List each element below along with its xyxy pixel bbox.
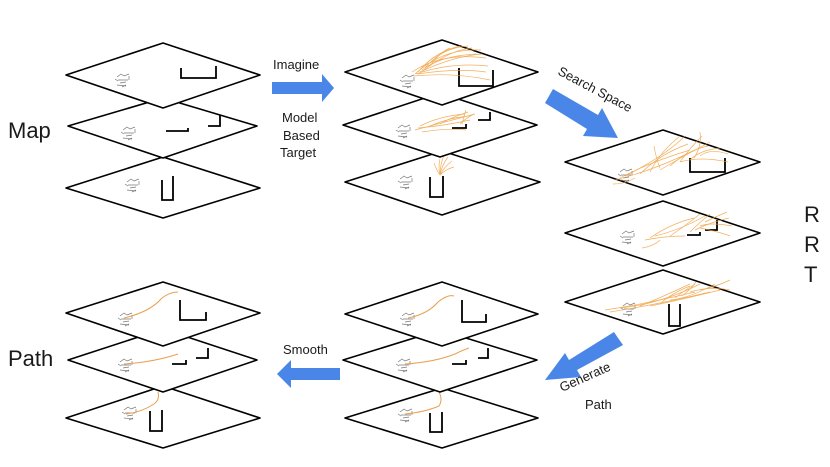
final-path-middle [123, 353, 179, 365]
rrt-tree-middle [641, 211, 733, 249]
imagined-tree-top [411, 45, 491, 81]
imagine-label: Imagine [273, 57, 319, 72]
rrt-letter-3: T [804, 262, 817, 287]
generated-layer-top [344, 281, 539, 347]
map-wall-bottom [161, 176, 174, 201]
generated-path-bottom [404, 391, 442, 415]
model-label: Model [282, 110, 318, 125]
rrt-stack [564, 129, 761, 335]
rrt-layer-top [564, 129, 761, 196]
smooth-label: Smooth [283, 342, 328, 357]
imagine-layer-middle [342, 92, 538, 158]
imagine-stack [342, 39, 541, 216]
path-word-label: Path [585, 397, 612, 412]
map-layer-bottom [65, 156, 261, 219]
search-space-arrow [545, 89, 618, 138]
rrt-layer-bottom [564, 269, 761, 335]
rrt-letter-1: R [804, 202, 820, 227]
rrt-layer-middle [564, 200, 761, 267]
rrt-letter-2: R [804, 232, 820, 257]
map-wall-top [180, 66, 217, 79]
generated-layer-bottom [344, 387, 539, 449]
final-path-bottom [125, 391, 159, 415]
map-wall-middle [166, 115, 221, 132]
map-label: Map [8, 118, 51, 143]
smooth-arrow [277, 360, 340, 388]
generated-path-top [407, 295, 455, 319]
path-layer-top [65, 281, 261, 347]
map-layer-top [65, 42, 261, 109]
imagine-layer-top [344, 39, 539, 106]
generated-path-middle [404, 347, 470, 365]
rrt-tree-top [612, 131, 729, 185]
generate-path-arrow [545, 332, 623, 380]
path-label: Path [8, 346, 53, 371]
generated-path-stack [342, 281, 539, 449]
based-label: Based [283, 128, 320, 143]
path-layer-middle [67, 328, 258, 393]
generated-layer-middle [342, 329, 538, 393]
imagined-tree-middle [414, 109, 476, 133]
final-path-top [123, 291, 179, 319]
imagine-arrow [272, 74, 334, 102]
path-layer-bottom [65, 385, 261, 449]
map-stack [65, 42, 261, 219]
map-layer-middle [67, 97, 258, 159]
final-path-stack [65, 281, 261, 449]
target-label: Target [280, 145, 317, 160]
rrt-tree-bottom [604, 279, 731, 313]
imagine-layer-bottom [344, 150, 541, 216]
